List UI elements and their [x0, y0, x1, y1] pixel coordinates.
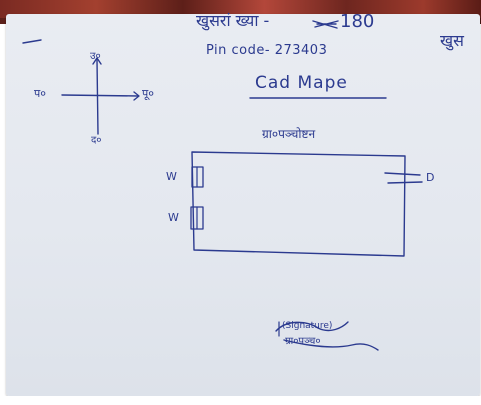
map-title: Cad Mape [255, 73, 348, 93]
compass-east-label: पू० [142, 87, 154, 100]
plot-boundary [191, 151, 406, 257]
bottom-margin [0, 396, 481, 405]
paper-sheet [6, 14, 480, 396]
pin-code: Pin code- 273403 [206, 43, 328, 58]
signature-flourish [275, 321, 379, 351]
compass-west-label: प० [34, 87, 46, 100]
window-label-bottom: W [168, 211, 179, 224]
door-label: D [426, 171, 435, 184]
compass-north-label: उ० [90, 51, 101, 62]
compass-horizontal-line [61, 94, 139, 97]
corner-text: खुस [440, 31, 464, 50]
stray-dash [22, 39, 42, 44]
east-arrow-icon [133, 91, 140, 101]
signature-line-2: ग्रा०पञ्च० [285, 336, 321, 347]
strikeout-mark [312, 20, 339, 29]
header-title: खुसरां ख्या - [196, 11, 270, 30]
north-arrow-icon [92, 57, 102, 65]
header-number: 180 [340, 11, 375, 32]
window-label-top: W [166, 170, 177, 183]
door-symbol [384, 172, 423, 184]
compass-south-label: द० [91, 135, 102, 146]
compass-vertical-line [96, 59, 99, 135]
signature-line-1: (Signature) [282, 321, 333, 331]
map-label: ग्रा०पञ्चोष्टन [262, 127, 316, 141]
